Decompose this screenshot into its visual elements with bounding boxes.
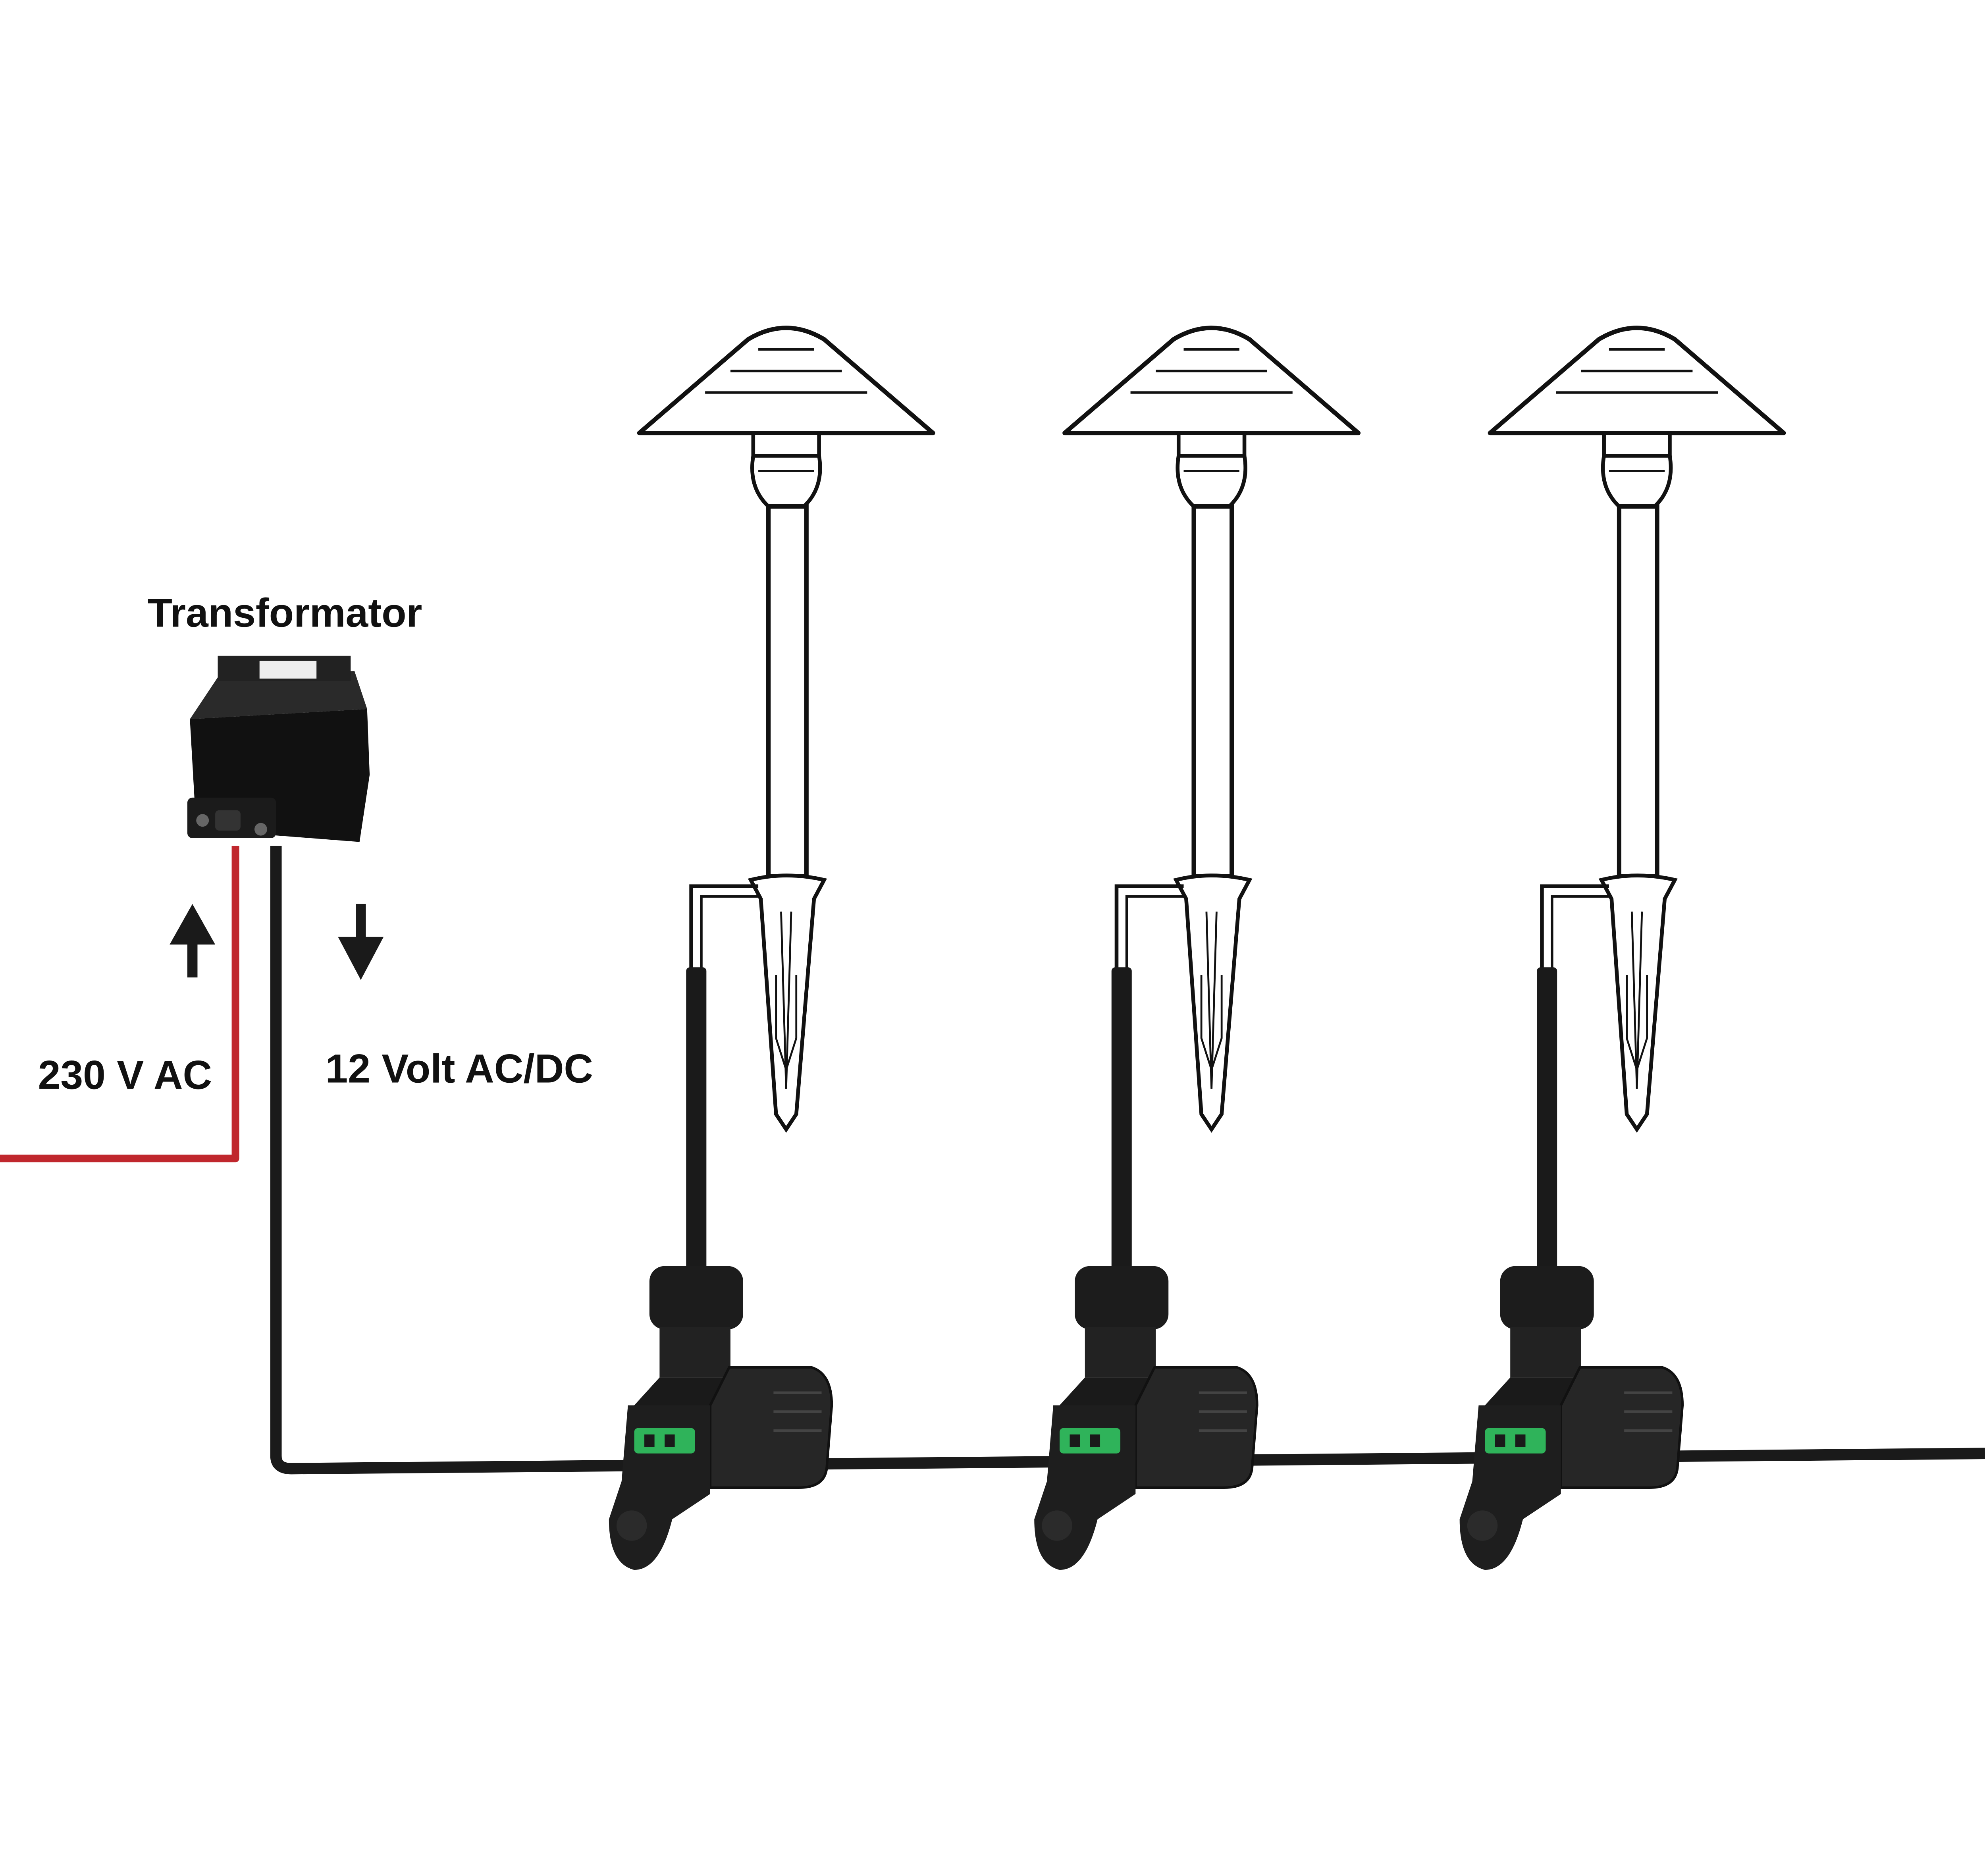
input-voltage-label: 230 V AC <box>38 1052 212 1097</box>
mains-cable <box>0 846 239 1163</box>
garden-spike-lamp-3 <box>1460 328 1784 1570</box>
transformer <box>187 656 370 842</box>
transformer-label: Transformator <box>148 590 422 635</box>
output-voltage-label: 12 Volt AC/DC <box>326 1046 594 1091</box>
arrow-up-icon <box>170 904 216 978</box>
low-voltage-cable <box>270 846 1985 1475</box>
garden-spike-lamp-1 <box>609 328 933 1570</box>
wiring-diagram: Transformator 230 V AC 12 Volt AC/DC <box>0 0 1985 1588</box>
garden-spike-lamp-2 <box>1034 328 1358 1570</box>
arrow-down-icon <box>338 904 384 980</box>
